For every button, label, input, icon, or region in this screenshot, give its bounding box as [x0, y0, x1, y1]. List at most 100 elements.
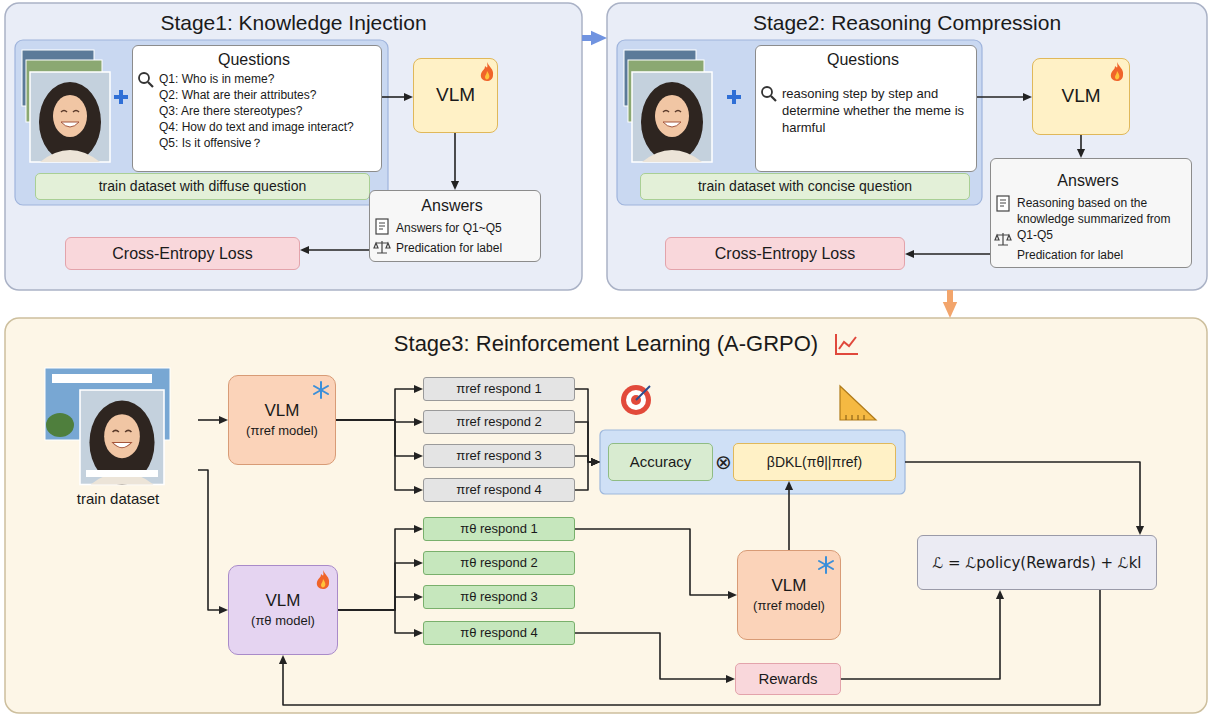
arrowhead — [414, 418, 423, 426]
node-label: Answers — [1057, 171, 1118, 191]
notepad-lines — [1000, 200, 1006, 206]
arrowhead — [414, 385, 423, 393]
target-icon — [621, 385, 651, 415]
arrowhead — [414, 593, 423, 601]
magnifier-icon — [762, 87, 776, 101]
meme-caption-strip — [86, 470, 158, 477]
flame-icon — [481, 62, 493, 81]
target-ring — [631, 395, 641, 405]
connector — [382, 96, 406, 98]
node-label: Stage1: Knowledge Injection — [160, 10, 426, 35]
flame-outer — [1111, 62, 1123, 81]
arrowhead — [785, 481, 793, 490]
node-label: train dataset — [77, 490, 160, 508]
node-label: πref respond 2 — [456, 414, 542, 430]
stage-panel-ground — [607, 3, 1207, 290]
connector — [307, 249, 369, 251]
connector — [575, 389, 593, 462]
question-box: Questions reasoning step by step and dete… — [755, 45, 977, 172]
model-box: VLM — [413, 58, 498, 133]
magnifier-lens — [762, 87, 772, 97]
notepad-lines — [379, 223, 385, 229]
scale-beam — [376, 241, 388, 253]
arrowhead — [414, 629, 423, 637]
response-box: πθ respond 1 — [423, 517, 575, 541]
response-box: πθ respond 3 — [423, 585, 575, 609]
connector — [338, 563, 416, 610]
scale-pans — [995, 235, 1011, 240]
dataset-strip: train dataset with diffuse question — [35, 173, 370, 200]
node-detail: (πref model) — [753, 598, 825, 614]
meme-photo — [632, 72, 712, 162]
ruler-ticks — [846, 415, 864, 420]
kl-box: βDKL(πθ||πref) — [733, 443, 896, 481]
chart-axes — [836, 334, 858, 354]
notepad-sheet — [997, 196, 1009, 211]
connector — [198, 470, 221, 610]
snowflake-arm — [819, 561, 833, 569]
arrowhead — [404, 93, 413, 101]
flame-outer — [481, 62, 493, 81]
dataset-strip: train dataset with concise question — [640, 173, 970, 200]
node-detail: Q4: How do text and image interact? — [133, 119, 375, 135]
chart-line — [839, 337, 856, 349]
connector — [338, 529, 416, 610]
ruler-icon — [840, 386, 876, 420]
node-label: πθ respond 2 — [460, 555, 538, 571]
meme-tree — [46, 413, 74, 437]
arrowhead — [591, 458, 600, 466]
connector — [905, 462, 1140, 528]
arrowhead — [591, 458, 600, 466]
meme-photo — [80, 390, 164, 485]
arrowhead — [414, 452, 423, 460]
meme-caption-strip — [52, 374, 152, 383]
flame-outer — [317, 570, 329, 589]
rewards-box: Rewards — [735, 663, 841, 695]
node-label: VLM — [1061, 85, 1100, 108]
connector — [454, 133, 456, 183]
answer-box: AnswersAnswers for Q1~Q5Predication for … — [369, 190, 541, 262]
node-label: πref respond 1 — [456, 381, 542, 397]
connector — [198, 419, 221, 421]
arrowhead — [219, 416, 228, 424]
snowflake-icon — [314, 382, 328, 398]
arrowhead — [1077, 149, 1085, 158]
connector — [912, 253, 990, 255]
arrowhead — [591, 458, 600, 466]
node-label: πref respond 3 — [456, 448, 542, 464]
chart-icon — [836, 334, 858, 354]
node-label: Questions — [827, 50, 899, 69]
magnifier-icon — [139, 73, 153, 87]
node-label: Stage3: Reinforcement Learning (A-GRPO) — [394, 331, 818, 357]
arrowhead — [591, 458, 600, 466]
node-label: Rewards — [758, 670, 817, 688]
notepad-icon — [376, 219, 388, 234]
arrowhead — [219, 606, 228, 614]
magnifier-handle — [148, 82, 153, 87]
arrowhead — [1136, 526, 1144, 535]
arrowhead — [943, 302, 957, 318]
loss-box: Cross-Entropy Loss — [665, 237, 905, 270]
response-box: πθ respond 2 — [423, 551, 575, 575]
node-label: train dataset with diffuse question — [99, 178, 307, 195]
node-label: ⊗ — [715, 450, 732, 474]
connector — [575, 422, 593, 462]
connector — [841, 597, 1000, 679]
arrowhead — [300, 246, 309, 254]
accuracy-box: Accuracy — [608, 443, 713, 481]
magnifier-lens — [139, 73, 149, 83]
node-detail: reasoning step by step and determine whe… — [756, 85, 970, 136]
stage-panel: Stage2: Reasoning CompressionQuestionsre… — [607, 3, 1207, 290]
snowflake-arm — [320, 382, 322, 398]
stage-panel-ground — [5, 3, 582, 290]
connector — [338, 597, 416, 610]
node-detail: Q1: Who is in meme? — [133, 71, 375, 87]
notepad-icon — [997, 196, 1009, 211]
response-box: πref respond 4 — [423, 478, 575, 502]
node-label: VLM — [265, 401, 300, 421]
node-label: Cross-Entropy Loss — [715, 244, 856, 263]
node-detail: Predication for label — [370, 240, 534, 256]
node-label: ℒ = ℒpolicy(Rewards) + ℒkl — [932, 554, 1141, 572]
